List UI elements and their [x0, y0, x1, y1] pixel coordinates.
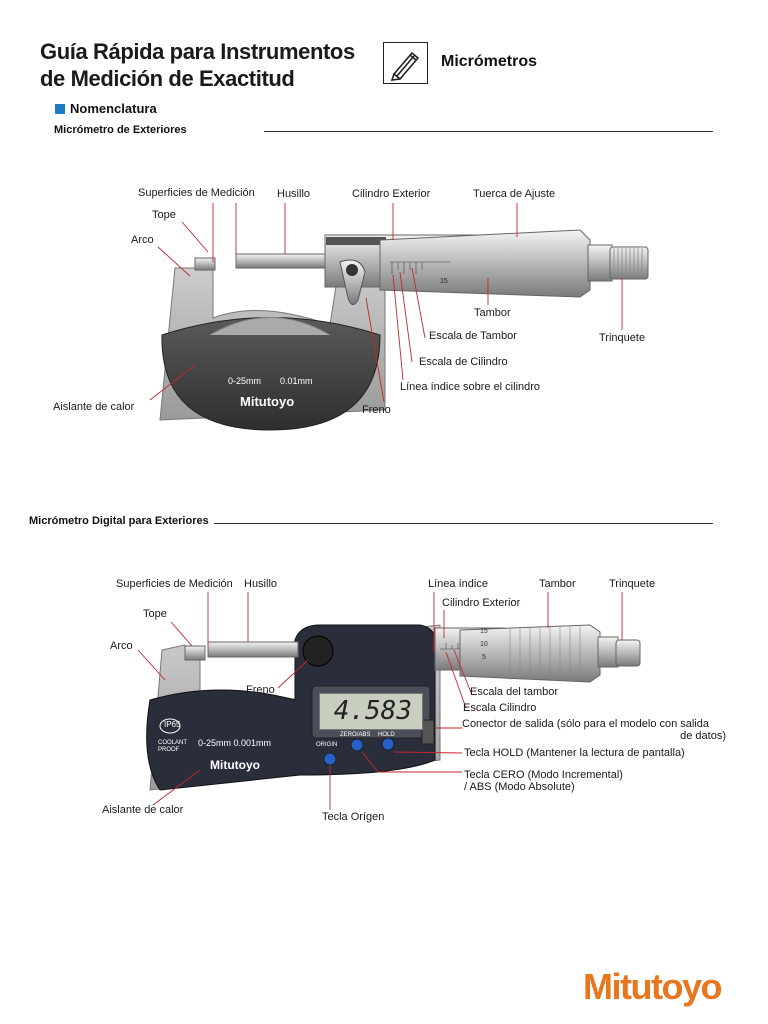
digital-label-escala-cilindro: Escala Cilindro	[463, 702, 537, 714]
section-name: Micrómetros	[441, 53, 538, 70]
digital-label-conector-2: de datos)	[680, 730, 726, 742]
thimble-number-10: 10	[480, 641, 488, 648]
analog-ratchet	[587, 244, 613, 282]
digital-range-text: 0-25mm 0.001mm	[198, 738, 272, 748]
analog-label-aislante: Aislante de calor	[53, 401, 135, 413]
digital-label-hold: Tecla HOLD (Mantener la lectura de panta…	[464, 747, 685, 759]
digital-label-cilindro-exterior: Cilindro Exterior	[442, 597, 521, 609]
analog-label-arco: Arco	[131, 234, 154, 246]
digital-label-tope: Tope	[143, 608, 167, 620]
output-connector	[421, 719, 435, 745]
digital-ratchet	[597, 636, 619, 668]
analog-anvil	[194, 257, 216, 271]
digital-body	[146, 624, 436, 791]
analog-resolution-text: 0.01mm	[280, 376, 313, 386]
analog-label-tuerca: Tuerca de Ajuste	[473, 188, 556, 200]
digital-anvil	[184, 645, 206, 661]
digital-label-freno: Freno	[246, 684, 275, 696]
digital-label-trinquete: Trinquete	[609, 578, 656, 590]
digital-label-origen: Tecla Orígen	[322, 811, 385, 823]
analog-brand-text: Mitutoyo	[240, 394, 295, 409]
thimble-number-5: 5	[482, 654, 486, 661]
digital-label-superficies: Superficies de Medición	[116, 578, 233, 590]
coolant-proof: COOLANT PROOF	[158, 740, 187, 753]
digital-spindle	[207, 641, 299, 658]
analog-label-superficies: Superficies de Medición	[138, 187, 255, 199]
page-title: Guía Rápida para Instrumentos de Medició…	[40, 38, 355, 92]
analog-label-cilindro-exterior: Cilindro Exterior	[352, 188, 431, 200]
analog-label-escala-tambor: Escala de Tambor	[429, 330, 517, 342]
title-line-2: de Medición de Exactitud	[40, 66, 295, 91]
analog-heading-rule	[264, 131, 713, 132]
zero-abs-button-label: ZERO/ABS	[340, 732, 371, 738]
digital-label-linea-indice: Línea índice	[428, 578, 488, 590]
analog-thimble-number: 15	[440, 278, 448, 285]
analog-label-tambor: Tambor	[474, 307, 511, 319]
origin-button-label: ORIGIN	[316, 742, 338, 748]
digital-label-cero-2: / ABS (Modo Absolute)	[464, 781, 575, 793]
nomenclature-heading: Nomenclatura	[70, 101, 157, 116]
digital-label-cero-1: Tecla CERO (Modo Incremental)	[464, 769, 623, 781]
ip-rating: IP65	[164, 720, 181, 729]
zero-abs-button	[350, 738, 364, 752]
origin-button	[323, 752, 337, 766]
analog-label-tope: Tope	[152, 209, 176, 221]
analog-label-escala-cilindro: Escala de Cilindro	[419, 356, 508, 368]
digital-lock	[302, 635, 334, 667]
digital-brand-text: Mitutoyo	[210, 758, 260, 772]
digital-label-husillo: Husillo	[244, 578, 278, 590]
lcd-display: 4.583	[319, 693, 423, 730]
digital-heading: Micrómetro Digital para Exteriores	[29, 515, 209, 527]
mitutoyo-logo: Mitutoyo	[583, 966, 722, 1007]
analog-thimble	[379, 229, 591, 298]
title-line-1: Guía Rápida para Instrumentos	[40, 39, 355, 64]
section-marker	[55, 104, 65, 114]
analog-heading: Micrómetro de Exteriores	[54, 124, 187, 136]
analog-range-text: 0-25mm	[228, 376, 262, 386]
digital-label-tambor: Tambor	[539, 578, 576, 590]
analog-label-linea-indice: Línea índice sobre el cilindro	[400, 381, 541, 393]
analog-label-husillo: Husillo	[277, 188, 311, 200]
digital-heading-rule	[214, 523, 713, 524]
digital-label-conector-1: Conector de salida (sólo para el modelo …	[462, 718, 710, 730]
hold-button-label: HOLD	[378, 732, 395, 738]
digital-label-arco: Arco	[110, 640, 133, 652]
digital-label-escala-tambor: Escala del tambor	[470, 686, 559, 698]
thimble-number-15: 15	[480, 628, 488, 635]
pencil-icon	[383, 42, 428, 84]
digital-label-aislante: Aislante de calor	[102, 804, 184, 816]
analog-label-freno: Freno	[362, 404, 391, 416]
analog-label-trinquete: Trinquete	[599, 332, 646, 344]
hold-button	[381, 737, 395, 751]
